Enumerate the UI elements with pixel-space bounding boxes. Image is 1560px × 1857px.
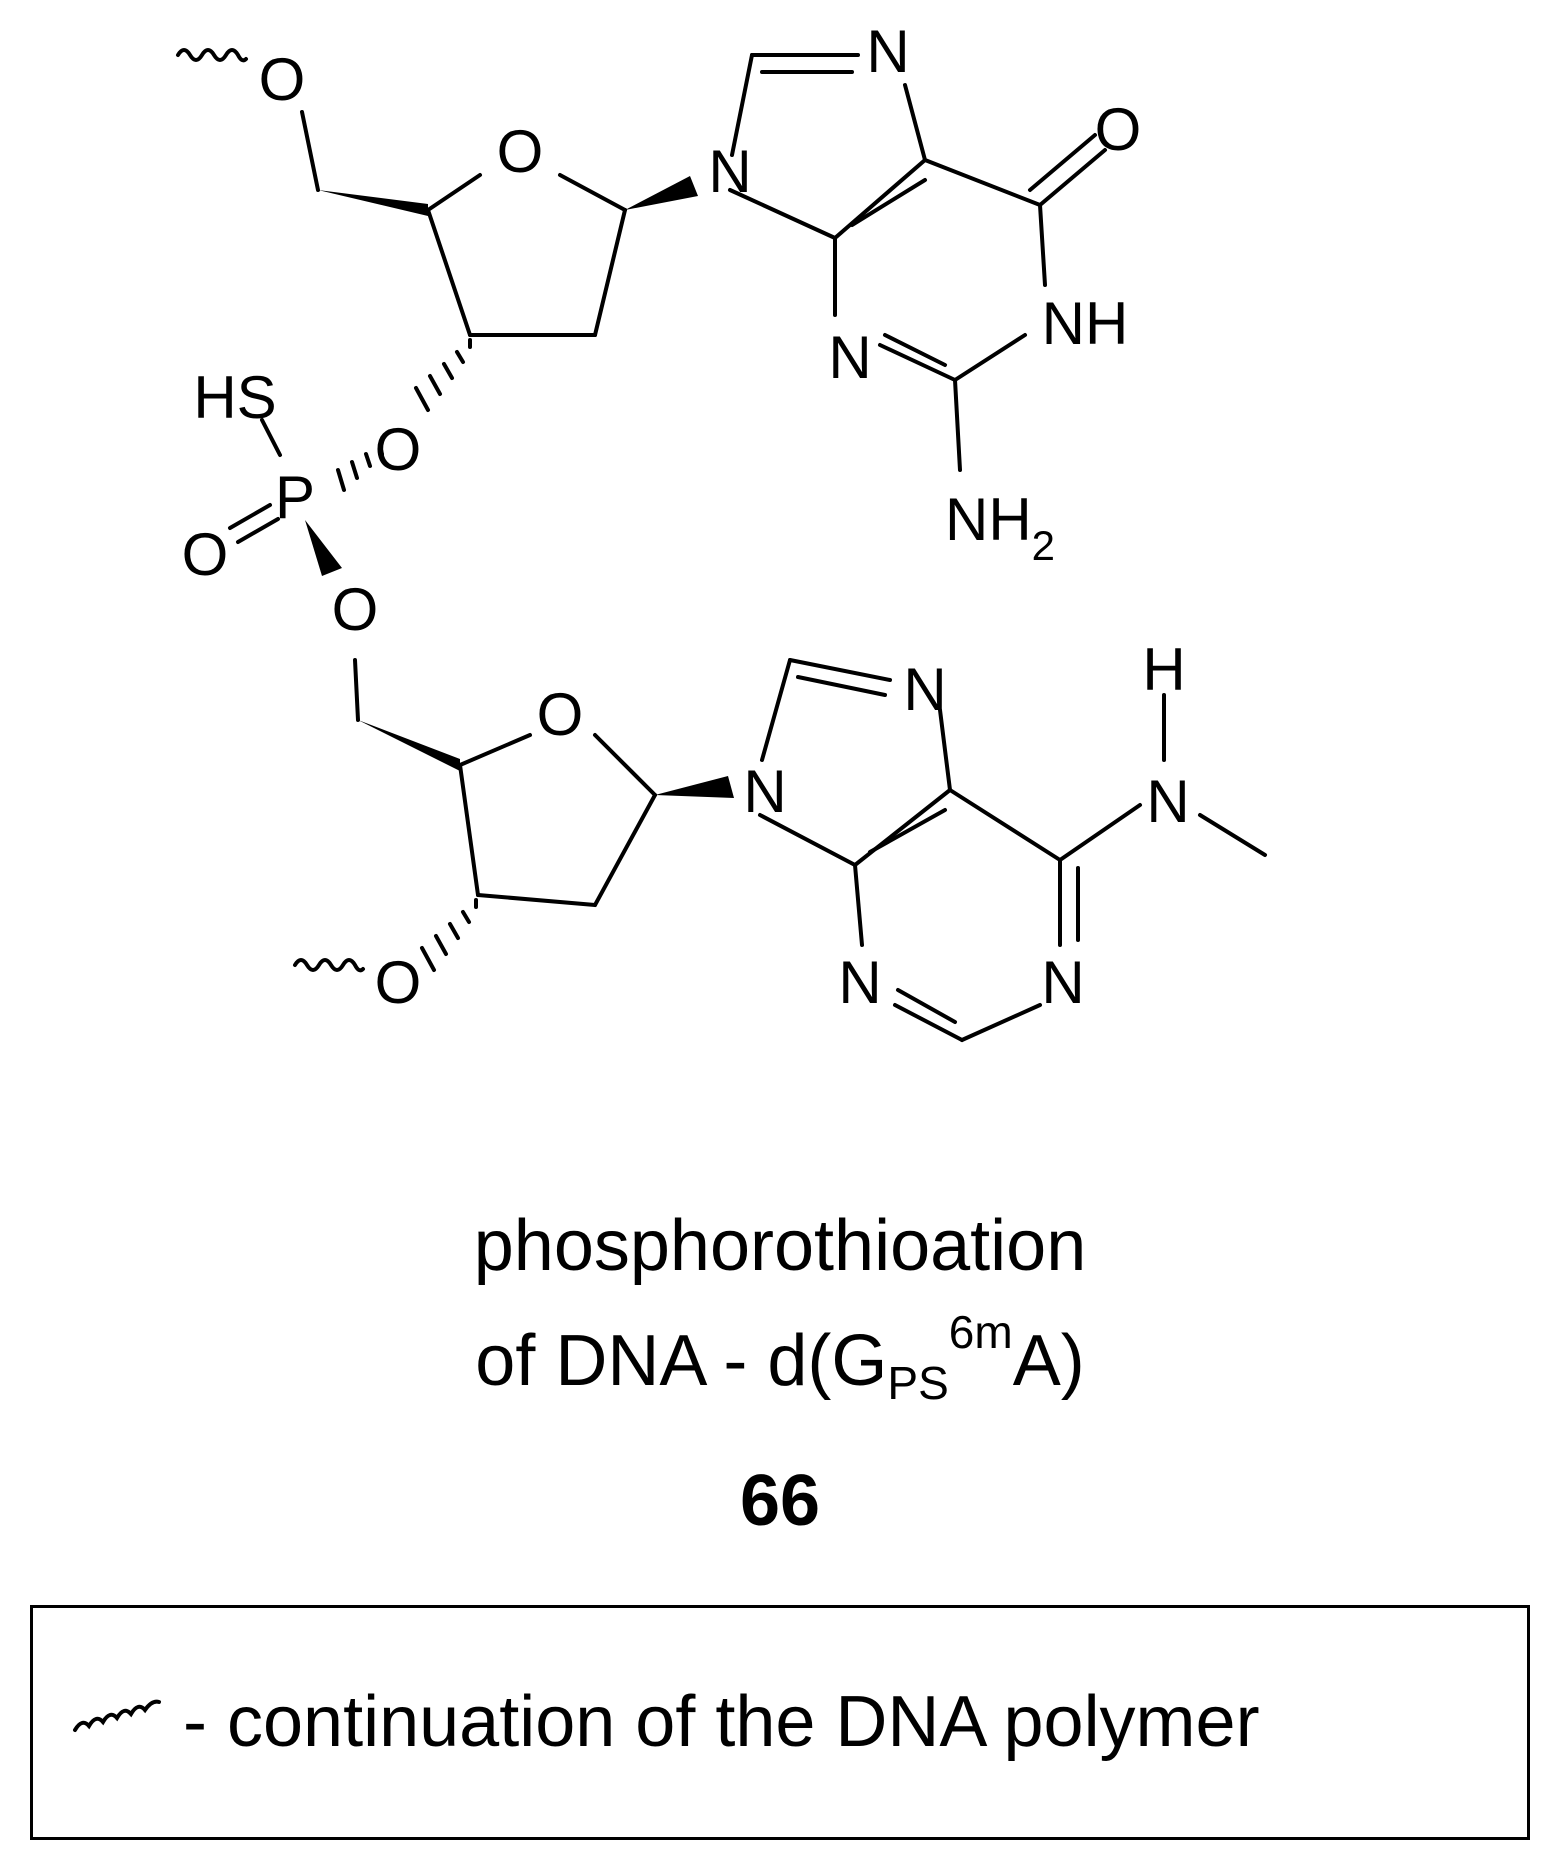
hashed-bonds	[336, 338, 478, 972]
bond	[236, 517, 280, 544]
atom-o-double: O	[182, 521, 229, 588]
bond	[868, 808, 947, 854]
hash-bond-segment	[442, 362, 454, 380]
bond	[938, 708, 952, 792]
atom-n7-adenine: N	[903, 656, 946, 723]
bond	[426, 173, 482, 212]
bond	[728, 188, 837, 240]
atom-nh1-guanine: NH	[1042, 290, 1129, 357]
caption-line-2: of DNA - d(GPS6mA)	[0, 1309, 1560, 1406]
wedge-bond	[318, 190, 428, 216]
atom-n1-adenine: N	[1041, 949, 1084, 1016]
atom-hs: HS	[193, 364, 276, 431]
atom-o5-bottom: O	[332, 576, 379, 643]
bond	[1198, 813, 1267, 857]
wavy-bond-top	[176, 48, 248, 63]
atom-n3-guanine: N	[828, 324, 871, 391]
atom-o-ring-bottom: O	[537, 681, 584, 748]
bond	[476, 893, 597, 907]
bond	[758, 813, 857, 867]
legend-box: - continuation of the DNA polymer	[30, 1605, 1530, 1840]
caption-line-1: phosphorothioation	[473, 1206, 1087, 1286]
bond	[300, 110, 320, 192]
legend-text: - continuation of the DNA polymer	[183, 1682, 1260, 1762]
bond	[353, 658, 360, 722]
caption-line-2-suffix: A)	[1012, 1321, 1085, 1401]
atom-o3-top: O	[375, 416, 422, 483]
wedge-bonds	[305, 176, 734, 798]
bond	[833, 158, 927, 240]
hash-bond-segment	[448, 922, 460, 940]
hash-bond-segment	[336, 468, 346, 492]
dna-dinucleotide-structure: O O N N O NH N NH2 HS P O O O O N N H N …	[176, 18, 1267, 1042]
atom-labels: O O N N O NH N NH2 HS P O O O O N N H N …	[182, 18, 1190, 1016]
bond	[458, 733, 532, 767]
bond	[948, 788, 1062, 862]
bond	[960, 1003, 1042, 1042]
compound-number: 66	[739, 1461, 821, 1541]
bond	[796, 675, 887, 697]
hash-bond-segment	[350, 460, 359, 480]
bond	[1038, 148, 1107, 207]
wavy-bond-legend-icon	[73, 1699, 161, 1732]
bonds	[176, 48, 1267, 1042]
bond	[850, 178, 927, 227]
bond	[760, 658, 792, 762]
hash-bond-segment	[461, 910, 471, 924]
atom-n9-adenine: N	[743, 758, 786, 825]
wedge-bond	[625, 176, 698, 210]
bond	[788, 658, 892, 682]
hash-bond-segment	[414, 386, 430, 412]
atom-o-ring-top: O	[497, 118, 544, 185]
bond	[953, 378, 962, 472]
wedge-bond	[358, 720, 460, 771]
bond	[593, 793, 657, 907]
atom-o5-top: O	[259, 46, 306, 113]
bond	[893, 1003, 964, 1042]
atom-n7-guanine: N	[866, 18, 909, 85]
bond	[593, 733, 657, 797]
bond	[903, 83, 927, 162]
bond	[558, 173, 627, 212]
hash-bond-segment	[378, 444, 384, 456]
bond	[593, 208, 627, 337]
bond	[260, 418, 282, 457]
caption-line-2-prefix: of DNA - d(G	[475, 1321, 888, 1401]
wedge-bond	[655, 776, 734, 798]
hash-bond-segment	[420, 946, 436, 972]
atom-p: P	[275, 464, 315, 531]
bond	[923, 158, 1042, 207]
bond	[883, 333, 947, 367]
bond	[1058, 803, 1142, 862]
bond	[1038, 203, 1047, 287]
bond	[458, 763, 480, 897]
atom-n9-guanine: N	[708, 138, 751, 205]
atom-nh2-guanine: NH2	[945, 486, 1055, 569]
bond	[228, 503, 272, 530]
atom-n6-adenine: N	[1146, 768, 1189, 835]
hash-bond-segment	[364, 452, 372, 468]
atom-n3-adenine: N	[838, 949, 881, 1016]
caption-superscript-6m: 6m	[948, 1306, 1013, 1359]
atom-o3-bottom: O	[375, 949, 422, 1016]
bond	[896, 988, 957, 1024]
bond	[426, 208, 472, 337]
hash-bond-segment	[428, 374, 442, 396]
hash-bond-segment	[455, 350, 465, 364]
caption-subscript-ps: PS	[887, 1356, 949, 1409]
bond	[730, 53, 754, 157]
bond	[953, 333, 1027, 382]
atom-h-methylamino: H	[1142, 636, 1185, 703]
bond	[853, 863, 864, 947]
wavy-bond-bottom	[293, 958, 365, 973]
bond	[878, 343, 957, 382]
wedge-bond	[305, 520, 342, 576]
hash-bond-segment	[434, 934, 448, 956]
bond	[1028, 133, 1097, 192]
atom-o6-guanine: O	[1095, 96, 1142, 163]
